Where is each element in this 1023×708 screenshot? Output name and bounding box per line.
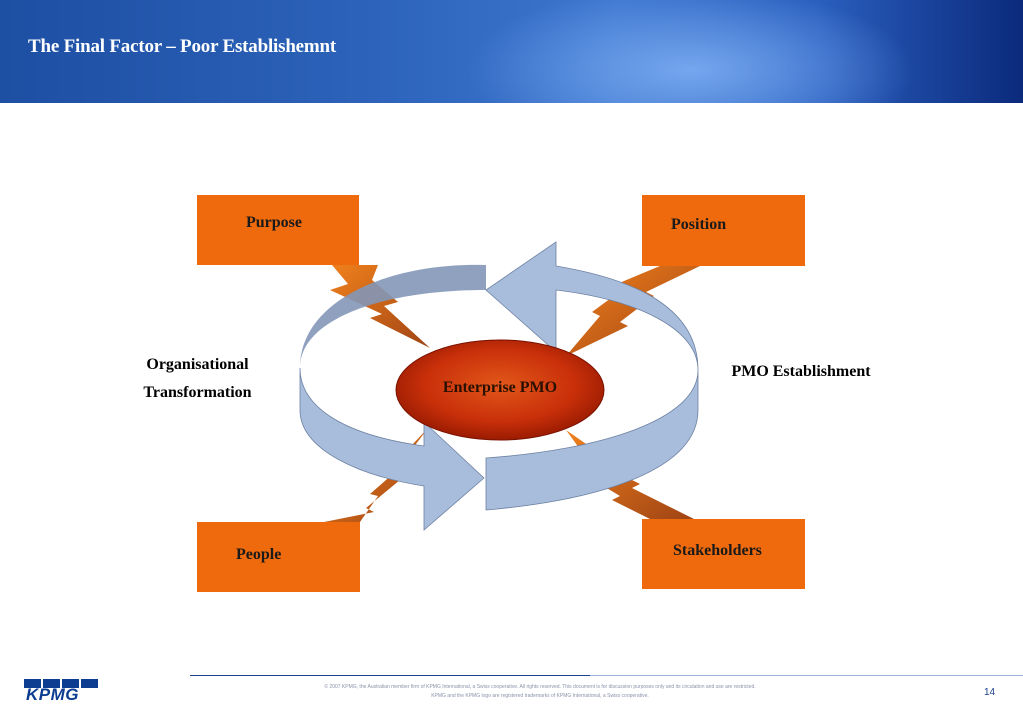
copyright-line-1: © 2007 KPMG, the Australian member firm … bbox=[324, 684, 756, 690]
footer-divider-light bbox=[590, 675, 1023, 676]
stakeholders-bolt bbox=[566, 430, 694, 519]
footer-divider bbox=[190, 675, 590, 676]
kpmg-logo: KPMG bbox=[24, 679, 98, 704]
logo-cells bbox=[24, 679, 98, 688]
slide-title: The Final Factor – Poor Establishemnt bbox=[28, 36, 337, 57]
position-label: Position bbox=[671, 216, 727, 233]
stakeholders-box bbox=[642, 519, 805, 589]
stakeholders-label: Stakeholders bbox=[673, 542, 762, 559]
page-number: 14 bbox=[984, 687, 996, 698]
left-label-line-2: Transformation bbox=[143, 384, 252, 401]
header-band bbox=[0, 0, 1023, 103]
copyright-line-2: KPMG and the KPMG logo are registered tr… bbox=[431, 693, 649, 699]
purpose-label: Purpose bbox=[246, 214, 302, 231]
center-ellipse bbox=[395, 339, 605, 441]
people-label: People bbox=[236, 546, 282, 563]
left-label-line-1: Organisational bbox=[146, 356, 249, 373]
right-cycle-arrow bbox=[485, 241, 699, 511]
left-cycle-arrow bbox=[299, 367, 485, 531]
purpose-bolt bbox=[330, 265, 430, 348]
position-bolt bbox=[566, 266, 700, 356]
center-label: Enterprise PMO bbox=[442, 379, 558, 396]
copyright-notice: © 2007 KPMG, the Australian member firm … bbox=[300, 683, 780, 701]
right-label: PMO Establishment bbox=[731, 363, 871, 380]
logo-text: KPMG bbox=[26, 685, 79, 704]
purpose-box bbox=[197, 195, 359, 265]
position-box bbox=[642, 195, 805, 266]
left-label: Organisational Transformation bbox=[120, 351, 275, 407]
people-box bbox=[197, 522, 360, 592]
